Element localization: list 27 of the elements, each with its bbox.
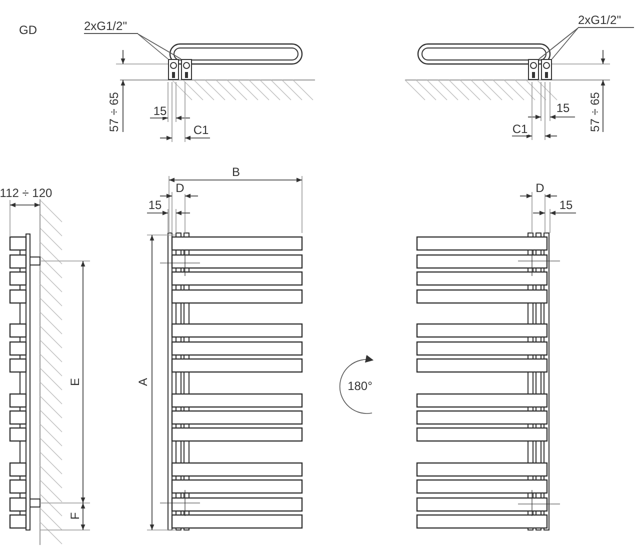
model-code: GD (18, 24, 38, 36)
pipe-connector (168, 59, 179, 80)
dimension-label: 15 (147, 199, 163, 211)
dimension-label: B (231, 166, 241, 178)
dimension-label: C1 (511, 123, 529, 135)
dimension-label: D (174, 182, 186, 194)
dimension-label: F (69, 511, 81, 521)
pipe-connector (541, 59, 552, 80)
leader-line (138, 34, 182, 60)
pipe-thread-label: 2xG1/2" (578, 14, 621, 27)
rotation-label: 180° (346, 380, 374, 392)
dimension-label: 15 (558, 199, 574, 211)
leader-line (552, 28, 578, 60)
dimension-label: 57 ÷ 65 (108, 91, 120, 133)
dimension-label: E (69, 377, 81, 387)
dimension-label: C1 (192, 124, 210, 136)
pipe-thread-label: 2xG1/2" (84, 20, 127, 33)
leader-line (538, 28, 578, 60)
dimension-label: 112 ÷ 120 (0, 187, 54, 199)
dimension-label: 15 (152, 105, 168, 117)
dimension-label: 15 (555, 102, 571, 114)
pipe-connector (528, 59, 539, 80)
dimension-label: A (137, 377, 149, 387)
dimension-label: D (534, 182, 546, 194)
dimension-label: 57 ÷ 65 (589, 91, 601, 133)
leader-line (138, 34, 168, 60)
pipe-connector (181, 59, 192, 80)
